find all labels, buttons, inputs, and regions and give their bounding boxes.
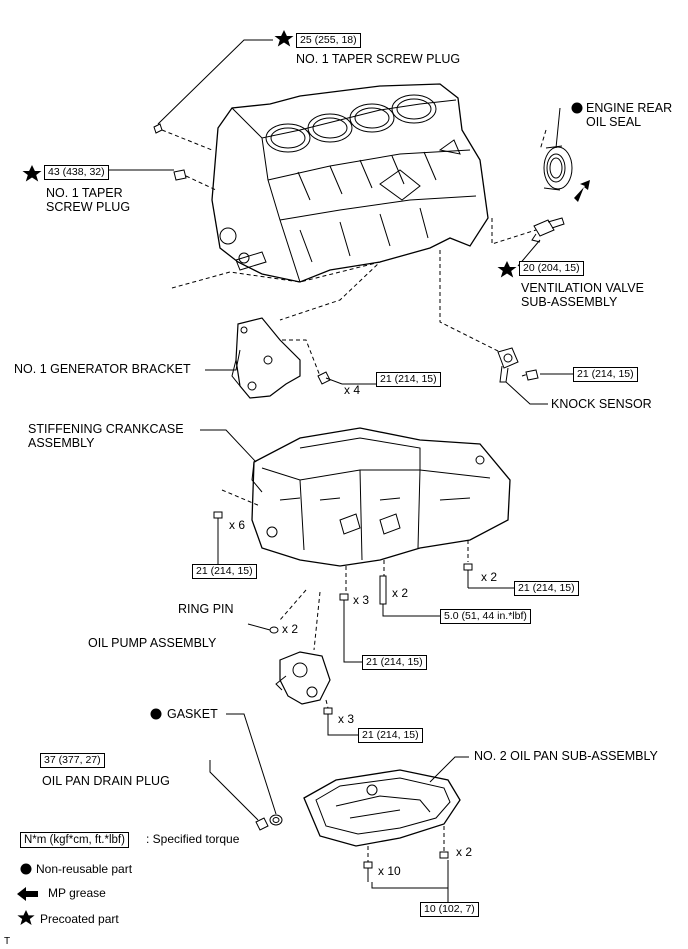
label-engine-rear-line1: ENGINE REAR [586, 101, 673, 115]
torque-mid-bolt: 21 (214, 15) [362, 655, 427, 670]
label-engine-rear-line2: OIL SEAL [586, 115, 642, 129]
torque-right-bolt: 21 (214, 15) [514, 581, 579, 596]
label-stiffening-line2: ASSEMBLY [28, 436, 95, 450]
torque-bracket: 21 (214, 15) [376, 372, 441, 387]
legend-non-reusable-label: Non-reusable part [36, 862, 133, 876]
oil-pan-drawing [303, 769, 461, 847]
generator-bracket-drawing [231, 317, 301, 399]
legend-mp-grease-label: MP grease [48, 886, 106, 900]
legend-precoated-label: Precoated part [40, 912, 119, 926]
qty-pump: x 3 [338, 712, 355, 726]
qty-stud: x 2 [392, 586, 409, 600]
ventilation-valve-drawing [531, 217, 565, 243]
legend-unit-text: : Specified torque [146, 832, 240, 846]
legend-non-reusable-icon [20, 863, 32, 875]
dashed-guides [161, 129, 547, 862]
drain-plug-drawing [255, 817, 269, 831]
torque-top-plug: 25 (255, 18) [296, 33, 361, 48]
engine-rear-oil-seal-drawing [543, 145, 573, 191]
qty-ringpin: x 2 [282, 622, 299, 636]
non-reusable-icon [150, 708, 162, 720]
ring-pin-drawing [269, 626, 279, 634]
torque-left-bolt: 21 (214, 15) [192, 564, 257, 579]
qty-pan-nut: x 2 [456, 845, 473, 859]
label-ventilation-line2: SUB-ASSEMBLY [521, 295, 618, 309]
mp-grease-arrow-icon [574, 180, 590, 202]
legend-precoated-icon [17, 910, 35, 925]
qty-right: x 2 [481, 570, 498, 584]
label-oil-pan-drain-plug: OIL PAN DRAIN PLUG [42, 774, 170, 788]
torque-oil-pan: 10 (102, 7) [420, 902, 479, 917]
mid-bolt-drawing [339, 593, 349, 614]
qty-left: x 6 [229, 518, 246, 532]
precoated-star-icon [497, 261, 517, 278]
bracket-bolt-drawing [317, 371, 343, 385]
oil-pump-drawing [275, 651, 331, 705]
qty-pan-bolt: x 10 [378, 864, 401, 878]
legend-unit-box: N*m (kgf*cm, ft.*lbf) [20, 832, 129, 848]
label-ventilation-line1: VENTILATION VALVE [521, 281, 644, 295]
legend-mp-grease-icon [17, 887, 38, 901]
right-bolt-drawing [463, 563, 473, 588]
torque-ventilation: 20 (204, 15) [519, 261, 584, 276]
leader-lines [70, 39, 574, 902]
gasket-drawing [269, 814, 283, 826]
label-generator-bracket: NO. 1 GENERATOR BRACKET [14, 362, 191, 376]
label-ring-pin: RING PIN [178, 602, 234, 616]
pan-nut-drawing [439, 851, 449, 859]
torque-stud: 5.0 (51, 44 in.*lbf) [440, 609, 531, 624]
precoated-star-icon [22, 165, 42, 182]
cylinder-block-drawing [211, 83, 489, 283]
qty-mid: x 3 [353, 593, 370, 607]
left-bolt-drawing [213, 511, 223, 532]
precoated-star-icon [274, 30, 294, 47]
label-no1-taper-line2: SCREW PLUG [46, 200, 131, 214]
pump-bolt-drawing [323, 707, 333, 726]
pan-bolt-drawing [363, 861, 373, 882]
knock-sensor-drawing [497, 347, 519, 383]
label-knock-sensor: KNOCK SENSOR [551, 397, 652, 411]
torque-drain-plug: 37 (377, 27) [40, 753, 105, 768]
torque-side-plug: 43 (438, 32) [44, 165, 109, 180]
taper-screw-plug-top-drawing [153, 123, 163, 134]
torque-knock: 21 (214, 15) [573, 367, 638, 382]
label-oil-pump: OIL PUMP ASSEMBLY [88, 636, 217, 650]
stiffening-crankcase-drawing [251, 427, 511, 567]
footer-code: T [4, 936, 11, 947]
label-stiffening-line1: STIFFENING CRANKCASE [28, 422, 184, 436]
non-reusable-icon [571, 102, 583, 114]
label-gasket: GASKET [167, 707, 218, 721]
label-no1-taper-screw-plug-top: NO. 1 TAPER SCREW PLUG [296, 52, 461, 66]
knock-sensor-bolt-drawing [525, 369, 539, 381]
label-no2-oil-pan: NO. 2 OIL PAN SUB-ASSEMBLY [474, 749, 658, 763]
label-no1-taper-line1: NO. 1 TAPER [46, 186, 123, 200]
taper-screw-plug-side-drawing [173, 169, 187, 181]
qty-bracket: x 4 [344, 383, 361, 397]
stud-bolt-drawing [379, 575, 387, 605]
torque-pump-bolt: 21 (214, 15) [358, 728, 423, 743]
